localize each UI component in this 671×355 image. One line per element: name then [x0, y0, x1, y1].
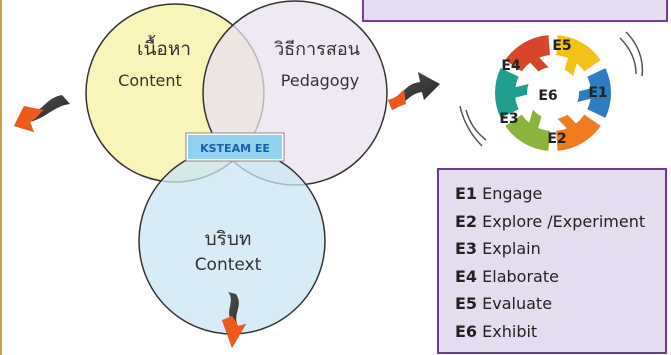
wheel-segment: [505, 114, 550, 151]
wheel-label-e4: E4: [501, 58, 521, 74]
step-item: E5 Evaluate: [455, 290, 665, 318]
step-item: E4 Elaborate: [455, 263, 665, 291]
step-label: Explain: [482, 239, 541, 258]
step-code: E5: [455, 294, 478, 313]
wheel-label-e1: E1: [588, 85, 607, 101]
wheel-segment: [505, 35, 550, 72]
step-label: Exhibit: [482, 321, 538, 341]
pedagogy-english-label: Pedagogy: [281, 71, 359, 90]
wheel-label-e2: E2: [547, 131, 566, 147]
context-thai-label: บริบท: [205, 228, 252, 250]
step-item: E2 Explore /Experiment: [455, 208, 665, 236]
wheel-label-e3: E3: [499, 111, 518, 127]
step-code: E1: [455, 184, 478, 203]
content-english-label: Content: [118, 71, 182, 90]
step-code: E3: [455, 239, 478, 258]
pedagogy-thai-label: วิธีการสอน: [274, 39, 360, 60]
step-label: Evaluate: [482, 294, 553, 313]
top-banner-box: [362, 0, 668, 22]
step-code: E2: [455, 211, 478, 231]
left-border-line: [0, 0, 2, 355]
ksteam-logo: KSTEAM EE: [185, 132, 285, 162]
step-label: Elaborate: [482, 266, 559, 286]
step-label: Explore /Experiment: [482, 211, 646, 231]
step-code: E4: [455, 266, 478, 286]
content-thai-label: เนื้อหา: [137, 35, 191, 60]
wheel-segment: [495, 68, 519, 118]
bottom-curved-arrow-icon: [222, 292, 246, 348]
wheel-label-e6: E6: [538, 88, 557, 104]
wheel-segment: [556, 114, 601, 151]
context-english-label: Context: [195, 255, 262, 275]
logo-text: KSTEAM EE: [200, 142, 270, 155]
wheel-segment: [587, 68, 611, 118]
left-curved-arrow-icon: [14, 95, 70, 132]
steps-list-box: E1 Engage E2 Explore /Experiment E3 Expl…: [437, 168, 667, 354]
step-item: E1 Engage: [455, 180, 665, 208]
step-item: E3 Explain: [455, 235, 665, 263]
e-wheel-graphic: E5 E4 E6 E1 E3 E2: [459, 31, 644, 151]
right-curved-arrow-icon: [388, 72, 440, 110]
step-item: E6 Exhibit: [455, 318, 665, 346]
step-label: Engage: [482, 184, 543, 203]
step-code: E6: [455, 321, 478, 341]
wheel-segment: [556, 35, 601, 72]
wheel-label-e5: E5: [552, 38, 571, 54]
